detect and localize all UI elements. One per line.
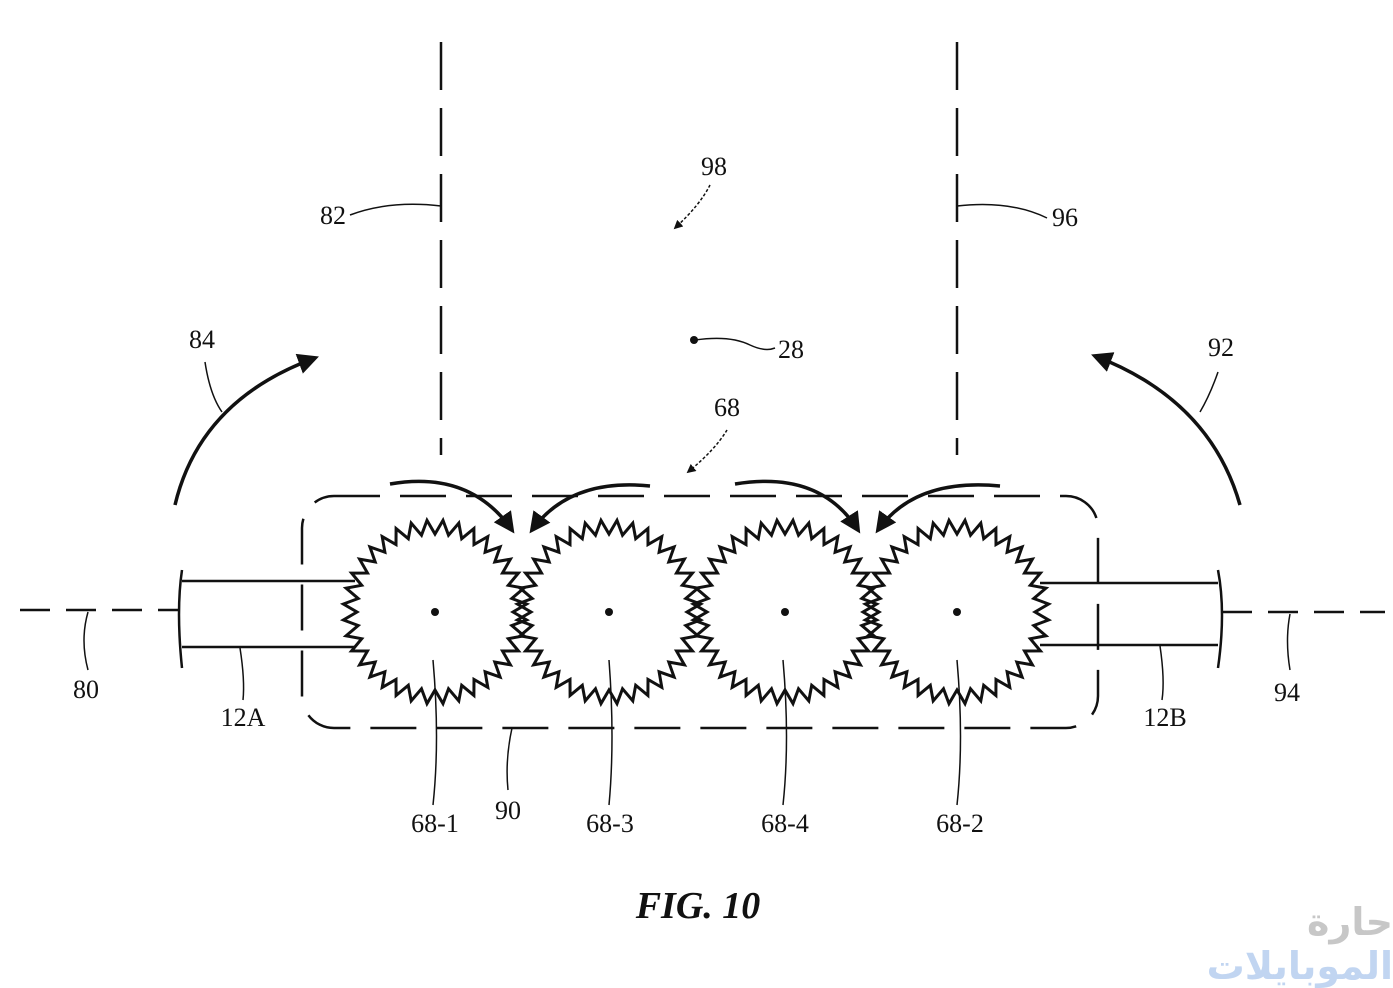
gear-68-1 (339, 516, 531, 708)
label-96: 96 (1052, 203, 1078, 232)
label-12B: 12B (1143, 703, 1186, 732)
arm-12A (177, 569, 184, 669)
figure-caption: FIG. 10 (635, 885, 761, 927)
label-82: 82 (320, 201, 346, 230)
label-98: 98 (701, 152, 727, 181)
gear-center-68-2 (953, 608, 961, 616)
label-84: 84 (189, 325, 215, 354)
label-68-3: 68-3 (586, 809, 634, 838)
gear-center-68-4 (781, 608, 789, 616)
point-28 (690, 336, 698, 344)
label-68: 68 (714, 393, 740, 422)
watermark-part1: حارة (1307, 900, 1393, 944)
label-12A: 12A (221, 703, 266, 732)
gear-68-2 (861, 516, 1053, 708)
label-68-1: 68-1 (411, 809, 459, 838)
label-68-2: 68-2 (936, 809, 984, 838)
watermark: حارة الموبايلات (1110, 900, 1393, 988)
label-68-4: 68-4 (761, 809, 809, 838)
rotation-arrow-84 (173, 353, 319, 506)
label-80: 80 (73, 675, 99, 704)
label-28: 28 (778, 335, 804, 364)
gear-center-68-3 (605, 608, 613, 616)
rotation-arrow-92 (1091, 352, 1242, 506)
label-92: 92 (1208, 333, 1234, 362)
gear-68-4 (689, 516, 881, 708)
housing-90 (300, 494, 1100, 730)
arm-12B (1216, 569, 1224, 669)
label-90: 90 (495, 796, 521, 825)
label-94: 94 (1274, 678, 1300, 707)
gear-68-3 (513, 516, 705, 708)
gear-center-68-1 (431, 608, 439, 616)
watermark-part2: الموبايلات (1206, 944, 1393, 988)
